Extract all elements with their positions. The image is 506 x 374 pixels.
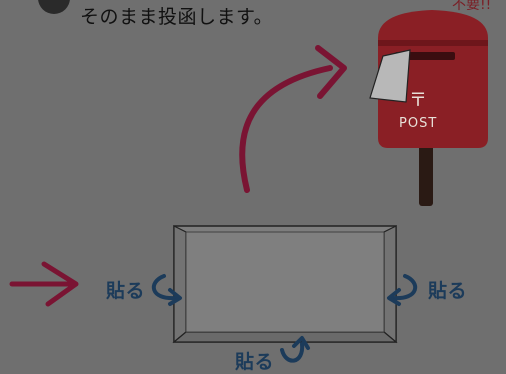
instruction-text: そのまま投函します。 <box>80 6 274 28</box>
paste-label-left: 貼る <box>106 280 146 302</box>
step-number-badge <box>38 0 70 14</box>
fold-arrow-left-icon <box>151 274 182 306</box>
fold-arrow-bottom-icon <box>280 336 310 363</box>
annotation-text: 不要!! <box>452 0 492 13</box>
paste-label-bottom: 貼る <box>235 351 275 373</box>
fold-arrow-right-icon <box>387 274 418 306</box>
curved-arrow-icon <box>239 45 347 193</box>
postal-mark-icon: 〒 <box>409 90 427 111</box>
envelope-icon <box>172 225 398 344</box>
postbox-label: POST <box>399 116 438 131</box>
postbox-icon: 〒 <box>369 10 488 206</box>
right-arrow-icon <box>9 261 79 307</box>
paste-label-right: 貼る <box>428 280 468 302</box>
